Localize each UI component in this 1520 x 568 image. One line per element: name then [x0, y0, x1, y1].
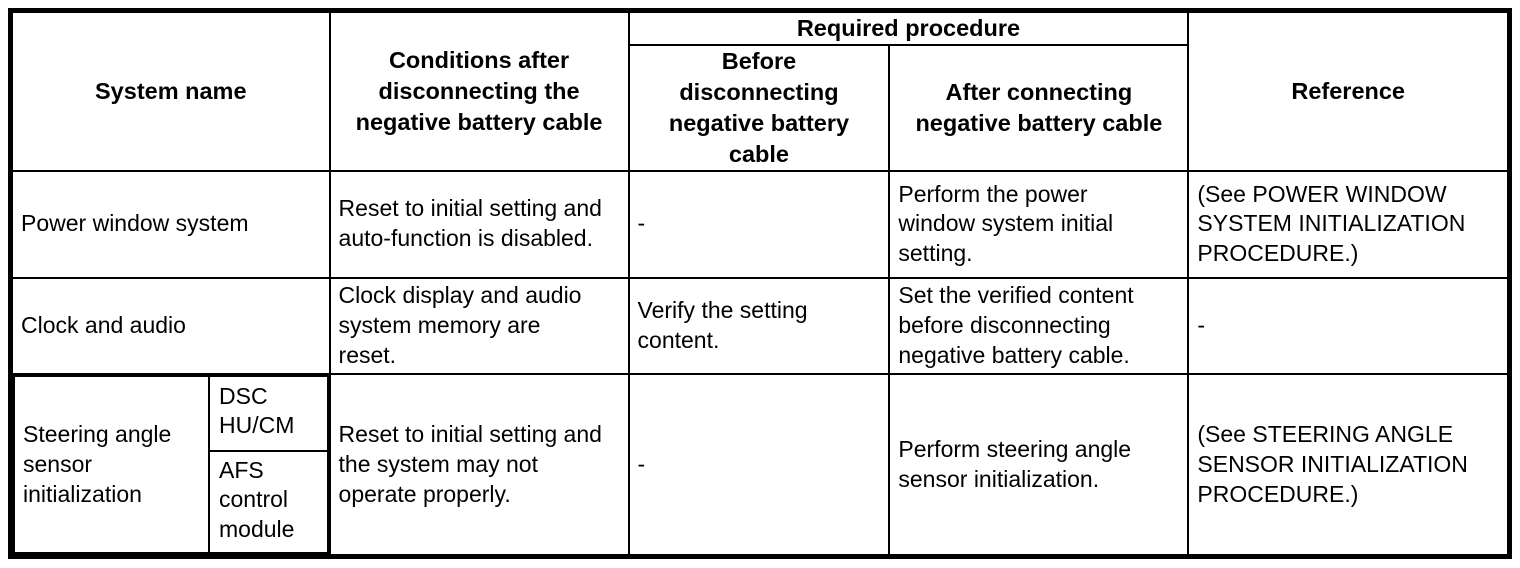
cell-before-disconnecting: -: [627, 373, 891, 558]
reference-text: (See POWER WINDOW SYSTEM INITIALIZATION …: [1197, 180, 1466, 267]
cell-reference: (See STEERING ANGLE SENSOR INITIALIZATIO…: [1187, 373, 1511, 558]
header-after-connecting: After connecting negative battery cable: [888, 43, 1190, 172]
system-name-subtable: Steering angle sensor initialization DSC…: [13, 375, 329, 554]
after-connecting-text: Perform steering angle sensor initializa…: [898, 435, 1132, 492]
conditions-text: Clock display and audio system memory ar…: [338, 282, 582, 369]
system-name-subitems: DSC HU/CM AFS control module: [208, 375, 329, 554]
system-name-text: Power window system: [21, 210, 249, 237]
header-conditions-after-disconnecting: Conditions after disconnecting the negat…: [328, 9, 630, 172]
system-subitem-dsc-hucm: DSC HU/CM: [210, 378, 327, 452]
header-system-name: System name: [9, 9, 331, 172]
before-disconnecting-text: Verify the setting content.: [637, 297, 808, 354]
table-header: System name Conditions after disconnecti…: [9, 9, 1511, 172]
header-required-procedure: Required procedure: [627, 9, 1190, 46]
table-body: Power window system Reset to initial set…: [9, 169, 1511, 558]
before-disconnecting-text: -: [637, 210, 646, 237]
table-row: Power window system Reset to initial set…: [9, 169, 1511, 280]
reference-text: -: [1197, 312, 1206, 339]
battery-disconnect-procedure-table: System name Conditions after disconnecti…: [8, 8, 1512, 559]
conditions-text: Reset to initial setting and the system …: [338, 420, 602, 507]
conditions-text: Reset to initial setting and auto-functi…: [338, 195, 602, 252]
header-reference: Reference: [1187, 9, 1511, 172]
table-row: Clock and audio Clock display and audio …: [9, 277, 1511, 376]
cell-after-connecting: Set the verified content before disconne…: [888, 277, 1190, 376]
cell-reference: (See POWER WINDOW SYSTEM INITIALIZATION …: [1187, 169, 1511, 280]
cell-conditions: Clock display and audio system memory ar…: [328, 277, 630, 376]
reference-text: (See STEERING ANGLE SENSOR INITIALIZATIO…: [1197, 420, 1468, 507]
cell-before-disconnecting: Verify the setting content.: [627, 277, 891, 376]
system-name-text: Steering angle sensor initialization: [23, 420, 172, 507]
after-connecting-text: Perform the power window system initial …: [898, 180, 1114, 267]
table-row: Steering angle sensor initialization DSC…: [9, 373, 1511, 558]
system-subitem-label: AFS control module: [219, 456, 295, 543]
header-before-disconnecting: Before disconnecting negative battery ca…: [627, 43, 891, 172]
system-subitem-afs-control-module: AFS control module: [210, 452, 327, 552]
system-name-text: Clock and audio: [21, 312, 186, 339]
cell-reference: -: [1187, 277, 1511, 376]
header-row-group: System name Conditions after disconnecti…: [9, 9, 1511, 172]
cell-system-name: Steering angle sensor initialization: [13, 375, 210, 554]
cell-before-disconnecting: -: [627, 169, 891, 280]
cell-conditions: Reset to initial setting and the system …: [328, 373, 630, 558]
system-subitem-label: DSC HU/CM: [219, 382, 295, 439]
cell-system-name: Clock and audio: [9, 277, 331, 376]
before-disconnecting-text: -: [637, 450, 646, 477]
cell-after-connecting: Perform steering angle sensor initializa…: [888, 373, 1190, 558]
cell-system-name: Power window system: [9, 169, 331, 280]
cell-after-connecting: Perform the power window system initial …: [888, 169, 1190, 280]
after-connecting-text: Set the verified content before disconne…: [898, 282, 1134, 369]
header-row-sub: Before disconnecting negative battery ca…: [11, 43, 1510, 172]
cell-conditions: Reset to initial setting and auto-functi…: [328, 169, 630, 280]
cell-system-name-with-subitems: Steering angle sensor initialization DSC…: [9, 373, 331, 558]
